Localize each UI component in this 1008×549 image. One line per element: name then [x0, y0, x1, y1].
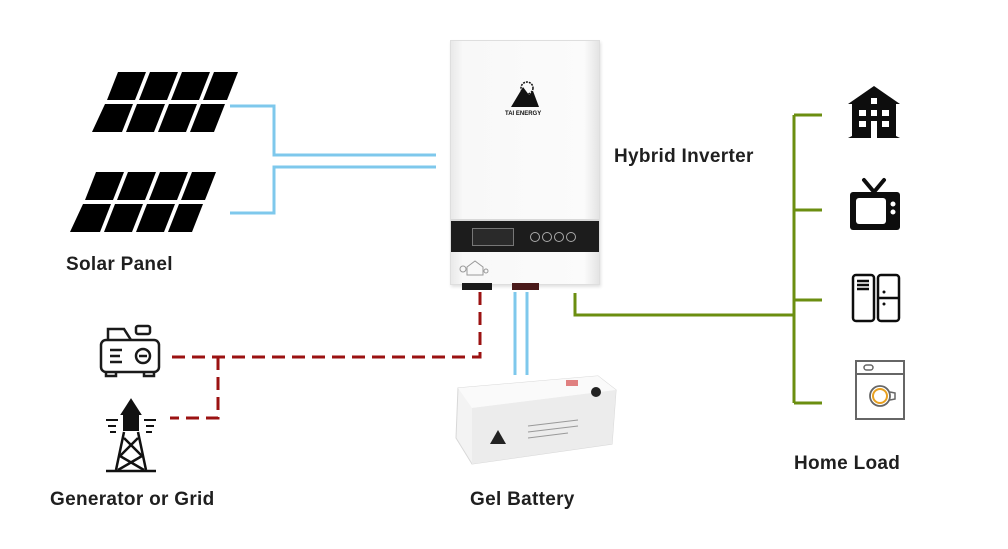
tv-icon	[850, 178, 900, 230]
solar-panel-icon	[92, 72, 238, 132]
house-icon	[848, 86, 900, 138]
load-connection	[573, 113, 822, 405]
inverter-port-ac	[462, 283, 492, 290]
power-tower-icon	[106, 398, 156, 473]
solar-panel-label: Solar Panel	[66, 254, 173, 275]
washing-machine-icon	[855, 360, 905, 420]
refrigerator-icon	[851, 273, 901, 323]
brand-name: TAI ENERGY	[505, 111, 542, 117]
load-line-inverter	[573, 293, 794, 317]
grid-line-tower	[170, 357, 220, 420]
gel-battery-label: Gel Battery	[470, 489, 575, 510]
home-load-label: Home Load	[794, 453, 901, 474]
solar-line-bottom	[230, 165, 436, 215]
generator-or-grid-label: Generator or Grid	[50, 489, 215, 510]
grid-connection	[166, 292, 482, 420]
control-panel	[451, 219, 599, 252]
house-outline-icon	[459, 260, 489, 276]
solar-panel-icon	[70, 172, 216, 232]
generator-icon	[99, 324, 161, 378]
solar-connection	[230, 104, 436, 215]
grid-line-inverter	[166, 292, 482, 359]
panel-button[interactable]	[542, 232, 552, 242]
brand-logo-icon	[511, 81, 539, 107]
gel-battery-icon	[455, 375, 617, 465]
battery-connection	[513, 292, 529, 375]
panel-button[interactable]	[530, 232, 540, 242]
solar-line-top	[230, 104, 436, 157]
panel-button[interactable]	[554, 232, 564, 242]
hybrid-inverter-label: Hybrid Inverter	[614, 146, 754, 167]
panel-button[interactable]	[566, 232, 576, 242]
hybrid-inverter-device: TAI ENERGY	[450, 40, 600, 285]
inverter-port-battery	[512, 283, 539, 290]
lcd-display	[472, 228, 514, 246]
